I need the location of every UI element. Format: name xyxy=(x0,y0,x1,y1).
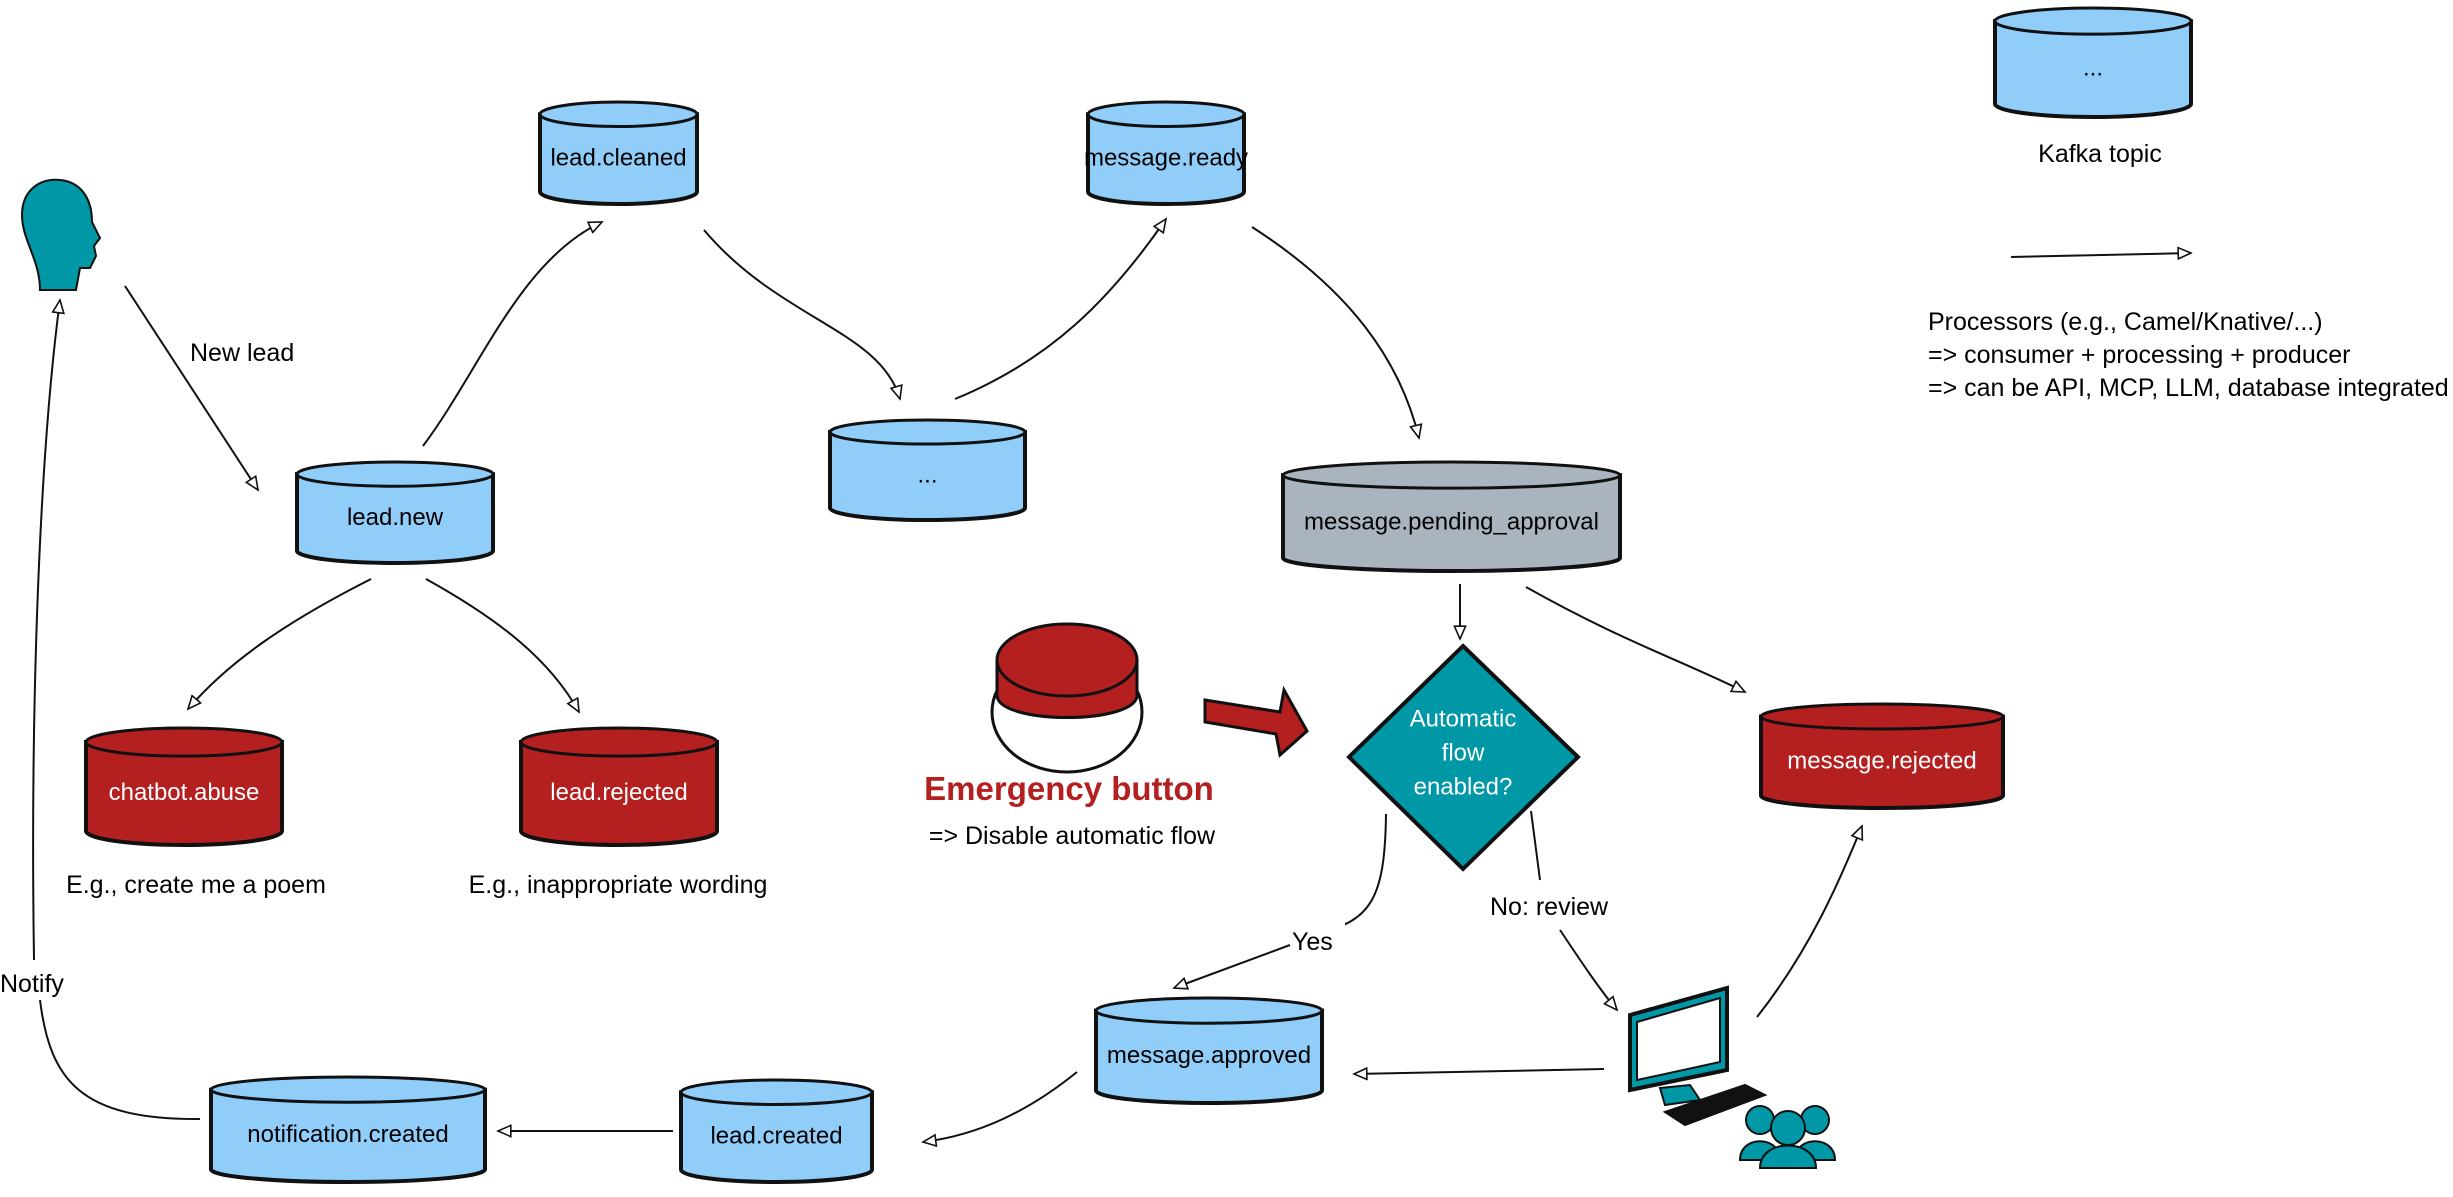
topic-lead-rejected[interactable]: lead.rejected xyxy=(519,726,719,847)
cylinder-top xyxy=(209,1075,487,1104)
edge-head-to-lead-new xyxy=(124,285,258,490)
edge-ellipsis-to-message-ready xyxy=(954,219,1166,400)
topic-label: lead.cleaned xyxy=(550,144,686,171)
topic-label: ... xyxy=(2083,54,2103,81)
legend-topic-caption: Kafka topic xyxy=(2038,140,2162,168)
label-no-review: No: review xyxy=(1490,893,1609,921)
computer-icon xyxy=(1628,985,1768,1127)
decision-line-3: enabled? xyxy=(1414,773,1513,800)
legend-processor-line-1: Processors (e.g., Camel/Knative/...) xyxy=(1928,308,2323,336)
edge-lead-cleaned-to-ellipsis xyxy=(703,229,900,399)
cylinder-top xyxy=(295,460,495,488)
cylinder-body xyxy=(295,472,495,565)
legend-processor-arrow xyxy=(2010,253,2191,257)
cylinder-body xyxy=(84,740,284,847)
emergency-subtitle: => Disable automatic flow xyxy=(929,822,1216,850)
cylinder-body xyxy=(1094,1008,1324,1105)
cylinder-body xyxy=(679,1090,874,1184)
cylinder-body xyxy=(519,740,719,847)
topic-label: notification.created xyxy=(247,1121,448,1148)
topic-ellipsis[interactable]: ... xyxy=(828,418,1027,522)
cylinder-body xyxy=(538,112,699,206)
topic-label: lead.created xyxy=(710,1122,842,1149)
topic-label: ... xyxy=(917,461,937,488)
cylinder-top xyxy=(1094,996,1324,1025)
cylinder-top xyxy=(538,100,699,128)
emergency-title: Emergency button xyxy=(924,770,1214,807)
legend-topic-sample: ... xyxy=(1993,6,2193,119)
cylinder-body xyxy=(1993,19,2193,119)
label-yes: Yes xyxy=(1292,928,1333,956)
cylinder-body xyxy=(1086,112,1246,206)
topic-lead-cleaned[interactable]: lead.cleaned xyxy=(538,100,699,206)
cylinder-body xyxy=(209,1087,487,1184)
topic-message-rejected[interactable]: message.rejected xyxy=(1759,702,2005,810)
edge-review-to-approved xyxy=(1354,1069,1605,1074)
topic-label: chatbot.abuse xyxy=(109,779,260,806)
label-rejected-example: E.g., inappropriate wording xyxy=(469,871,768,899)
legend-processor-line-3: => can be API, MCP, LLM, database integr… xyxy=(1928,374,2449,402)
emergency-button-top xyxy=(995,622,1139,698)
label-new-lead: New lead xyxy=(190,339,294,367)
decision-diamond xyxy=(1346,643,1581,872)
cylinder-top xyxy=(1759,702,2005,731)
cylinder-top xyxy=(828,418,1027,446)
cylinder-top xyxy=(1281,460,1622,490)
edge-lead-new-to-lead-cleaned xyxy=(422,221,602,447)
topic-message-ready[interactable]: message.ready xyxy=(1084,100,1248,206)
topic-label: lead.rejected xyxy=(550,779,687,806)
edge-lead-new-to-lead-rejected xyxy=(425,578,579,712)
decision-automatic-flow[interactable]: Automatic flow enabled? xyxy=(1346,643,1581,872)
edge-message-ready-to-pending xyxy=(1251,226,1419,438)
decision-line-2: flow xyxy=(1442,739,1485,766)
edge-lead-new-to-chatbot-abuse xyxy=(188,578,372,709)
cylinder-top xyxy=(679,1078,874,1106)
edge-approved-to-lead-created xyxy=(923,1071,1078,1142)
topic-chatbot-abuse[interactable]: chatbot.abuse xyxy=(84,726,284,847)
label-notify: Notify xyxy=(0,970,64,998)
topic-label: message.approved xyxy=(1107,1042,1311,1069)
edges xyxy=(32,219,1862,1142)
topic-label: lead.new xyxy=(347,504,444,531)
cylinder-body xyxy=(828,430,1027,522)
emergency-button[interactable] xyxy=(990,622,1144,774)
red-arrow-icon xyxy=(1203,685,1309,758)
cylinder-top xyxy=(519,726,719,758)
topic-label: message.pending_approval xyxy=(1304,508,1599,535)
reviewers-group-icon xyxy=(1738,1105,1837,1169)
topic-notification-created[interactable]: notification.created xyxy=(209,1075,487,1184)
legend-processor-line-2: => consumer + processing + producer xyxy=(1928,341,2350,369)
topic-lead-new[interactable]: lead.new xyxy=(295,460,495,565)
edge-pending-to-message-rejected xyxy=(1525,586,1745,693)
edge-decision-no-to-review xyxy=(1530,810,1617,1010)
topic-label: message.rejected xyxy=(1787,748,1976,775)
cylinder-top xyxy=(84,726,284,758)
cylinder-body xyxy=(1759,714,2005,810)
topic-label: message.ready xyxy=(1084,144,1248,171)
cylinder-top xyxy=(1993,6,2193,36)
topic-message-pending-approval[interactable]: message.pending_approval xyxy=(1281,460,1622,573)
person-head-icon xyxy=(20,178,102,291)
topic-lead-created[interactable]: lead.created xyxy=(679,1078,874,1184)
label-chatbot-example: E.g., create me a poem xyxy=(66,871,326,899)
edge-review-to-message-rejected xyxy=(1756,826,1862,1018)
topic-message-approved[interactable]: message.approved xyxy=(1094,996,1324,1105)
cylinder-body xyxy=(1281,473,1622,573)
cylinder-top xyxy=(1086,100,1246,128)
edge-notification-to-head xyxy=(32,300,201,1121)
decision-line-1: Automatic xyxy=(1410,705,1517,732)
